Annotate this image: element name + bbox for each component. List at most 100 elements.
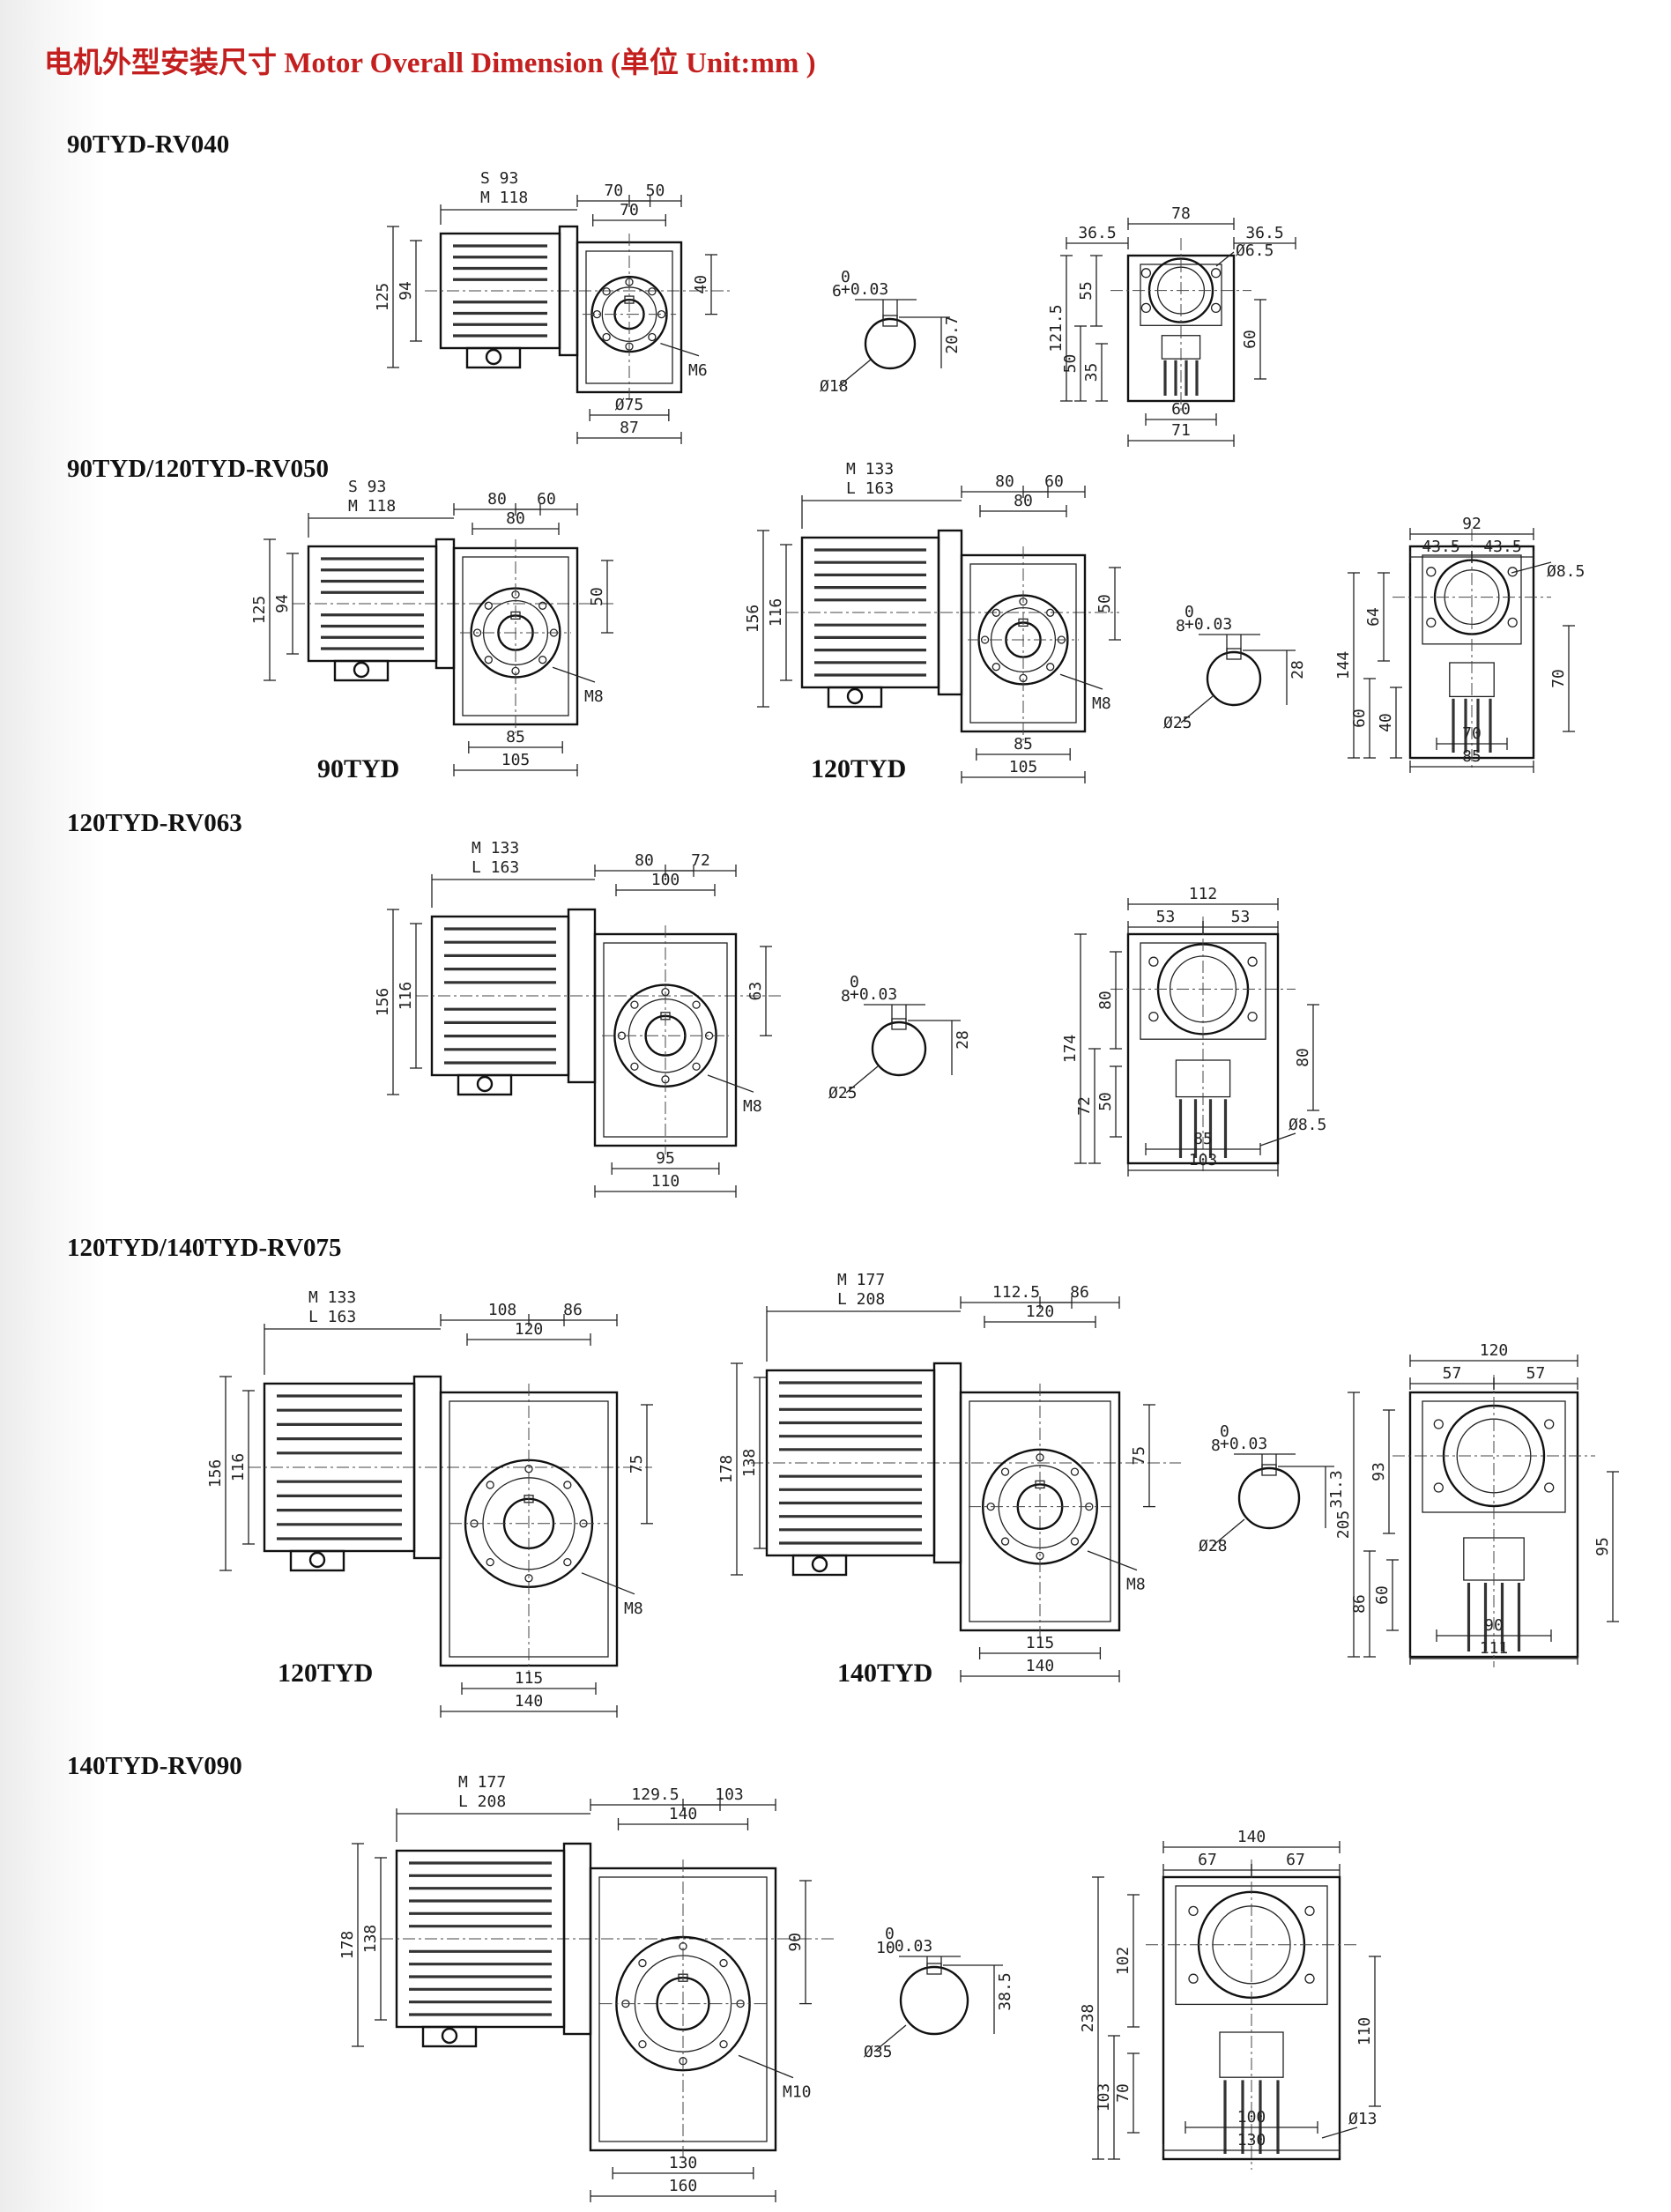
dim-label: 72 <box>1075 1096 1094 1116</box>
dim-label: 140 <box>1237 1828 1266 1846</box>
dim-label: 121.5 <box>1047 304 1066 352</box>
dim-label: 156 <box>744 605 762 634</box>
dim-label: 80 <box>635 851 654 870</box>
dim-label: 8 <box>1211 1436 1221 1455</box>
section-heading-rv075: 120TYD/140TYD-RV075 <box>67 1234 342 1262</box>
dim-label: 238 <box>1079 2004 1097 2033</box>
dim-label: 115 <box>1026 1634 1055 1652</box>
dim-label: 95 <box>1593 1537 1612 1556</box>
dim-label: 80 <box>487 490 507 508</box>
dim-label: 63 <box>746 982 765 1001</box>
dim-label: Ø28 <box>1199 1537 1228 1555</box>
dim-label: +0.03 <box>1220 1435 1267 1453</box>
dim-label: M 177 <box>458 1773 506 1792</box>
dim-label: 105 <box>1009 758 1038 776</box>
dim-label: Ø25 <box>1163 714 1192 732</box>
dim-label: 90 <box>786 1933 805 1952</box>
dim-label: 43.5 <box>1422 538 1459 556</box>
dim-label: 31.3 <box>1327 1470 1346 1508</box>
dim-label: 71 <box>1171 421 1191 440</box>
dim-label: 70 <box>1549 669 1568 688</box>
dim-label: 103 <box>1189 1151 1218 1169</box>
caption-120tyd-rv075: 120TYD <box>278 1659 374 1688</box>
dim-label: +0.03 <box>850 985 897 1004</box>
dim-label: 110 <box>651 1172 680 1191</box>
dim-label: 85 <box>1193 1130 1213 1148</box>
dim-label: 50 <box>646 182 665 200</box>
dim-label: M 133 <box>846 460 894 479</box>
dim-label: 116 <box>767 598 785 627</box>
dim-label: 40 <box>1377 713 1395 732</box>
dim-label: 8 <box>841 987 850 1006</box>
dim-label: 50 <box>1096 1092 1115 1111</box>
dim-label: 156 <box>374 988 392 1017</box>
dim-label: 94 <box>273 594 292 613</box>
dim-label: +0.03 <box>841 280 888 299</box>
dim-label: 40 <box>692 275 710 294</box>
dim-label: 60 <box>1373 1585 1392 1605</box>
dim-label: 86 <box>563 1301 583 1319</box>
dim-label: 112.5 <box>992 1283 1040 1302</box>
dim-label: 110 <box>1355 2017 1374 2046</box>
dim-label: 53 <box>1156 908 1176 926</box>
section-heading-rv090: 140TYD-RV090 <box>67 1752 242 1780</box>
dim-label: 93 <box>1370 1462 1388 1481</box>
dim-label: 0 <box>841 268 850 286</box>
dim-label: 60 <box>537 490 556 508</box>
dim-label: L 163 <box>846 479 894 498</box>
dim-label: 140 <box>669 1805 698 1823</box>
dim-label: 28 <box>954 1030 972 1050</box>
dim-label: Ø75 <box>615 396 644 414</box>
dim-label: 70 <box>604 182 623 200</box>
dim-label: 125 <box>374 283 392 312</box>
dim-label: 80 <box>1014 492 1033 510</box>
dim-label: 108 <box>488 1301 517 1319</box>
dim-label: 112 <box>1189 885 1218 903</box>
dim-label: Ø8.5 <box>1547 562 1585 581</box>
dim-label: 138 <box>740 1449 759 1478</box>
dim-label: 140 <box>515 1692 544 1711</box>
dim-label: Ø8.5 <box>1289 1116 1326 1134</box>
dim-label: 50 <box>1095 594 1114 613</box>
dim-label: Ø35 <box>864 2043 893 2061</box>
dim-label: 67 <box>1198 1851 1217 1869</box>
dim-label: 100 <box>651 871 680 889</box>
dim-label: 55 <box>1077 281 1095 301</box>
dim-label: 178 <box>717 1455 736 1484</box>
dim-label: 8 <box>1176 617 1185 635</box>
dim-label: 92 <box>1462 515 1482 533</box>
dim-label: 75 <box>628 1455 646 1474</box>
dim-label: 85 <box>506 728 525 746</box>
dim-label: 144 <box>1334 651 1353 680</box>
dim-label: 105 <box>501 751 531 769</box>
section-heading-rv050: 90TYD/120TYD-RV050 <box>67 455 330 483</box>
dim-label: 20.7 <box>943 315 962 353</box>
dim-label: 102 <box>1114 1947 1133 1976</box>
dim-label: 35 <box>1082 363 1101 382</box>
dim-label: M8 <box>584 687 604 706</box>
dim-label: 78 <box>1171 204 1191 223</box>
dim-label: M8 <box>1092 694 1111 713</box>
dim-label: 80 <box>506 509 525 528</box>
dim-label: 85 <box>1462 747 1482 766</box>
dim-label: 115 <box>515 1669 544 1688</box>
dim-label: 43.5 <box>1483 538 1521 556</box>
dim-label: 53 <box>1231 908 1251 926</box>
dim-label: L 208 <box>458 1793 506 1811</box>
dim-label: 70 <box>620 201 639 219</box>
dim-label: 60 <box>1171 400 1191 419</box>
dim-label: 72 <box>691 851 710 870</box>
dim-label: Ø6.5 <box>1236 241 1274 260</box>
dim-label: 103 <box>1095 2083 1113 2112</box>
dim-label: L 163 <box>472 858 519 877</box>
dim-label: 28 <box>1289 660 1307 679</box>
dim-label: 0 <box>1185 603 1194 621</box>
